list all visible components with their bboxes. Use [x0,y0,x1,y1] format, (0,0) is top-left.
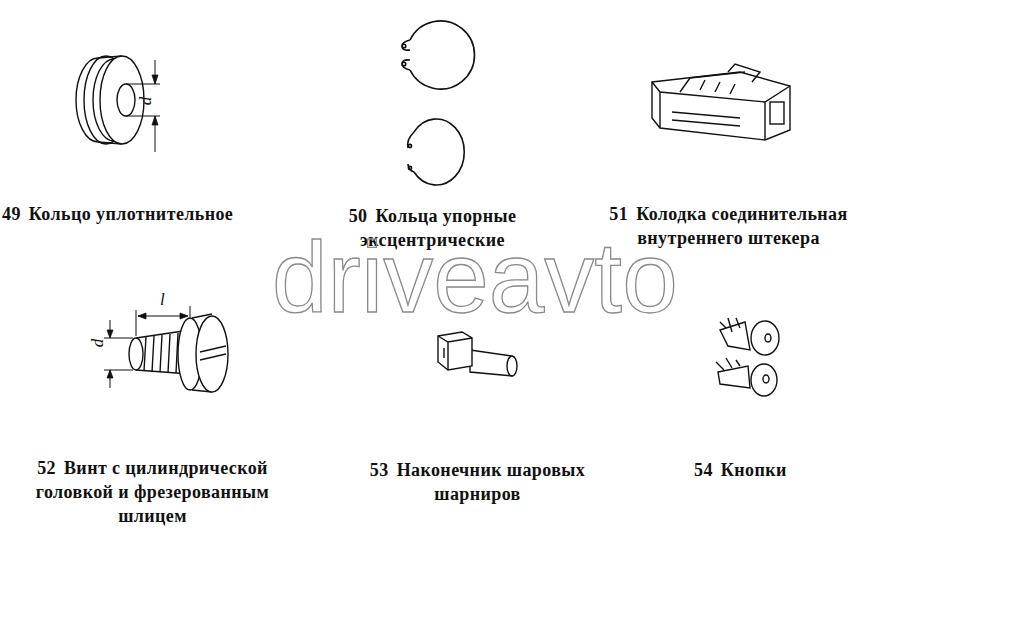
callout-number: 54 [694,460,713,480]
part-name: Наконечник шаровых шарниров [397,460,586,504]
ball-joint-tip-drawing [438,332,517,376]
callout-number: 52 [37,458,56,478]
push-clips-drawing [716,318,779,396]
part-caption: 49 Кольцо уплотнительное [2,202,292,226]
sealing-ring-drawing [76,56,160,152]
callout-number: 53 [370,460,389,480]
part-caption: 52Винт с цилиндрической головкой и фрезе… [5,456,300,528]
part-name: Винт с цилиндрической головкой и фрезеро… [36,458,269,526]
dimension-letter: d [137,97,155,106]
retaining-rings-drawing [402,21,475,185]
callout-number: 49 [2,204,21,224]
connector-block-drawing [652,64,790,140]
dimension-letter: l [160,291,165,309]
part-name: Кольцо уплотнительное [29,204,233,224]
part-name: Кнопки [721,460,787,480]
callout-number: 51 [609,204,628,224]
watermark: driveavto [272,222,678,332]
part-caption: 54 Кнопки [694,458,824,482]
dimension-letter: d [89,339,107,348]
part-caption: 53 Наконечник шаровых шарниров [345,458,610,506]
screw-drawing [104,306,228,392]
